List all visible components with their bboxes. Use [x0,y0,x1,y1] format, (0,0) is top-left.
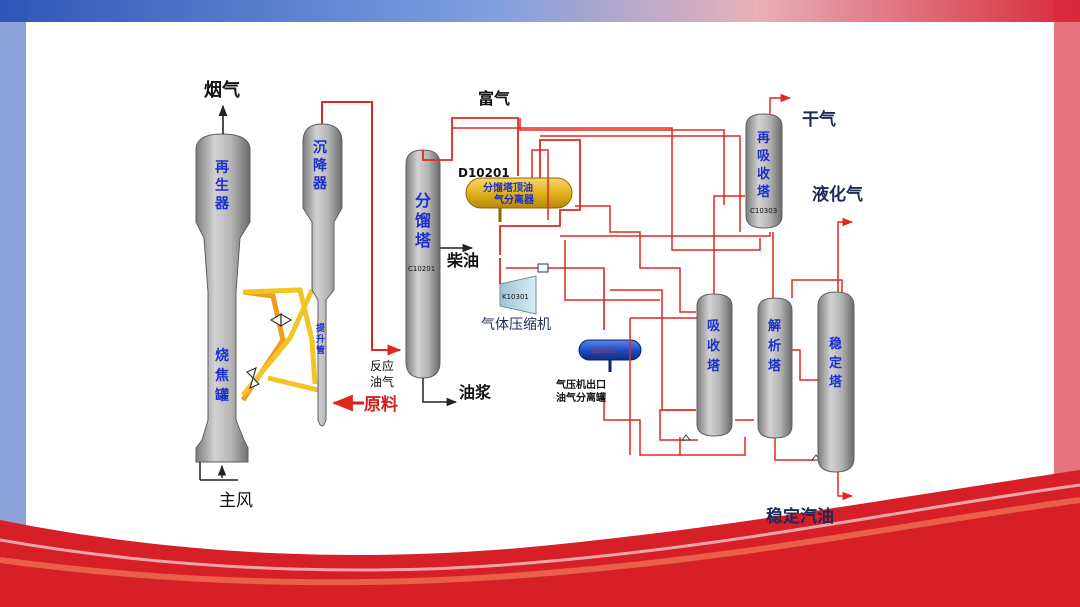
settler-label-1: 沉 [313,139,327,156]
flue-gas-label: 烟气 [204,79,240,101]
check-valve-icon [537,263,549,273]
process-lines [452,93,854,501]
slurry-line [422,378,458,407]
absorber-label-1: 吸 [707,319,721,334]
settler-label-3: 器 [312,176,328,192]
compressor-outlet-line [506,267,605,330]
reaction-gas-label-2: 油气 [370,374,394,389]
stabilizer-vessel [817,291,855,473]
outlet-drum-name-1: 气压机出口 [555,378,606,391]
settler-vessel [302,123,343,427]
stabilizer-label-1: 稳 [829,336,842,352]
riser-label-1: 提 [316,322,326,334]
fractionator-label-3: 塔 [415,231,432,250]
settler-label-2: 降 [313,157,328,174]
reabsorber-label-1: 再 [757,131,770,146]
stripper-label-3: 塔 [768,358,782,374]
regenerator-vessel [195,104,251,463]
reabsorber-vessel [745,113,783,229]
rich-gas-line [499,139,581,255]
fractionator-vessel [405,149,441,379]
separator-vessel [465,177,573,222]
stripper-label-1: 解 [767,318,781,334]
dry-gas-label: 干气 [802,109,836,130]
riser-label-3: 管 [316,344,325,356]
coke-tank-label-3: 罐 [214,387,229,404]
main-air-label: 主风 [219,491,253,511]
stabilizer-label-2: 定 [828,355,842,371]
rich-gas-line-2 [531,149,549,220]
reaction-gas-label-1: 反应 [370,358,394,373]
reabsorber-code: C10303 [750,207,777,215]
stable-gasoline-label: 稳定汽油 [766,506,834,527]
stabilizer-label-3: 塔 [829,374,843,390]
coke-tank-label-2: 焦 [214,367,229,384]
reaction-gas-line [321,101,402,356]
outlet-drum-vessel [578,339,642,372]
fractionator-code: C10201 [408,265,435,273]
regenerator-label-1: 再 [215,160,229,176]
reabsorber-label-3: 收 [757,166,771,182]
outlet-drum-code: D10301 [592,348,616,355]
feedstock-label: 原料 [364,394,398,415]
fractionator-label-2: 馏 [415,211,431,230]
slurry-label: 油浆 [459,383,492,402]
absorber-label-3: 塔 [707,358,721,374]
absorber-label-2: 收 [707,338,721,354]
regenerator-label-3: 器 [214,196,230,212]
diesel-label: 柴油 [446,251,479,270]
compressor-shape [499,275,537,315]
compressor-code: K10301 [502,293,529,301]
lpg-label: 液化气 [812,184,863,205]
regenerator-label-2: 生 [215,177,229,194]
separator-name-2: 气分离器 [493,193,535,206]
slide-valve-icon-2 [245,366,261,390]
stripper-label-2: 析 [768,338,781,354]
fractionator-label-1: 分 [415,191,431,210]
absorber-vessel [696,293,733,437]
riser-label-2: 升 [316,333,325,345]
stripper-vessel [757,297,793,439]
compressor-name: 气体压缩机 [481,317,551,333]
separator-name-1: 分馏塔顶油 [483,181,533,194]
separator-code: D10201 [458,166,510,180]
rich-gas-label: 富气 [478,89,510,108]
reabsorber-label-4: 塔 [757,184,771,200]
outlet-drum-name-2: 油气分离罐 [556,391,606,404]
reabsorber-label-2: 吸 [757,149,771,164]
slide-valve-icon [269,312,293,328]
coke-tank-label-1: 烧 [215,347,229,364]
